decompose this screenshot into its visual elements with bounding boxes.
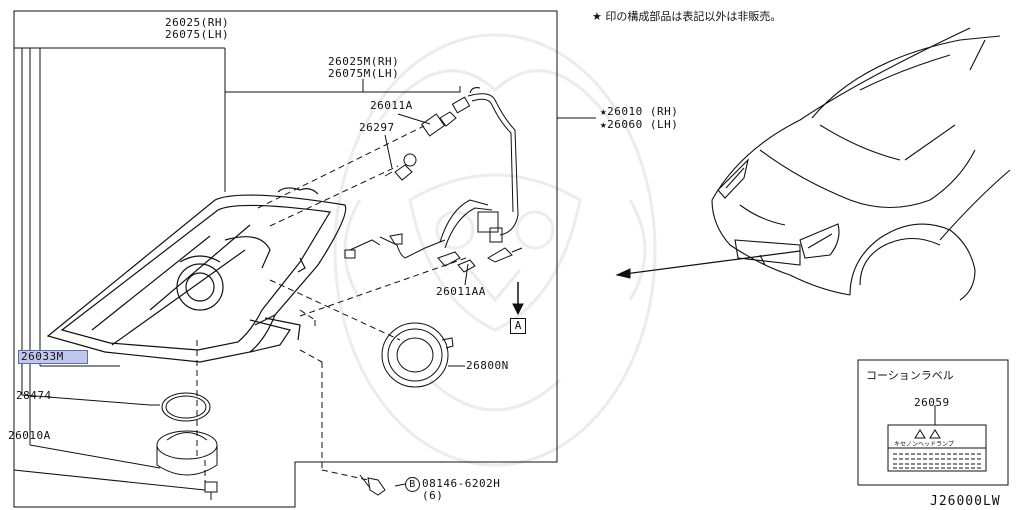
label-26025-rh: 26025(RH) <box>165 16 230 29</box>
bolt-code-text: 08146-6202H <box>422 477 501 490</box>
adjuster-ring <box>381 322 454 388</box>
caution-label-text: キセノンヘッドランプ <box>894 441 954 448</box>
label-26075m-lh: 26075M(LH) <box>328 67 400 80</box>
label-26025m-rh: 26025M(RH) <box>328 55 400 68</box>
caution-label-box <box>857 359 1009 486</box>
label-26010a: 26010A <box>8 429 51 442</box>
label-bolt-qty: (6) <box>422 489 444 502</box>
label-26033m-highlighted[interactable]: 26033M <box>18 350 88 364</box>
label-26011a: 26011A <box>370 99 413 112</box>
wiring-harness <box>344 87 523 273</box>
caution-label-title: コーションラベル <box>866 369 954 382</box>
bolt <box>359 474 386 496</box>
note-text: ★ 印の構成部品は表記以外は非販売。 <box>592 10 782 23</box>
label-26010-rh: ★26010 (RH) <box>600 105 679 118</box>
diagram-id: J26000LW <box>930 494 1001 509</box>
label-26011aa: 26011AA <box>436 285 486 298</box>
frame-box <box>13 10 558 508</box>
caution-label-part: 26059 <box>914 396 950 409</box>
label-28474: 28474 <box>16 389 52 402</box>
ballast-unit <box>156 430 218 500</box>
label-26297: 26297 <box>359 121 395 134</box>
watermark-emblem <box>333 33 657 467</box>
label-26060-lh: ★26060 (LH) <box>600 118 679 131</box>
car-illustration <box>711 27 1011 301</box>
label-26800n: 26800N <box>466 359 509 372</box>
headlamp-housing <box>46 187 347 363</box>
label-26075-lh: 26075(LH) <box>165 28 230 41</box>
seal-ring <box>161 392 211 422</box>
bulb-assembly <box>384 96 471 181</box>
bolt-symbol-circle: B <box>405 477 420 492</box>
reference-box-a: A <box>510 318 526 334</box>
